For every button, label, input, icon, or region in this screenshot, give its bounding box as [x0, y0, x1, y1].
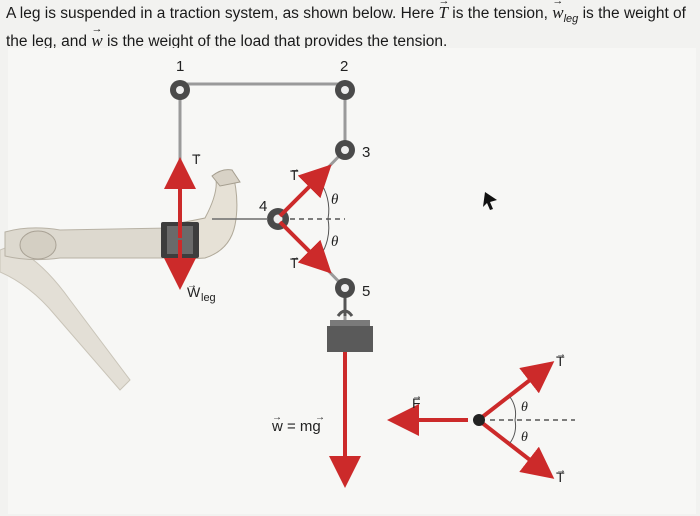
vector-arrow-fbd-tension-upper: → [556, 349, 566, 360]
fbd-tension-arrow-upper [479, 361, 555, 420]
tension-label-leg: T [192, 151, 201, 167]
pulley-1 [170, 80, 190, 100]
load-weight-label: w = mg [271, 418, 321, 435]
weight-symbol-letter: w [552, 3, 564, 22]
pulley-label-3: 3 [362, 144, 370, 161]
pulley-2 [335, 80, 355, 100]
weight-leg-label-sub: leg [201, 292, 216, 304]
pulley-5 [335, 278, 355, 298]
fbd-point [473, 414, 485, 426]
problem-text-2: is the tension, [447, 5, 553, 22]
vector-arrow-fbd-force: → [412, 391, 422, 402]
fbd-theta-upper-label: θ [521, 400, 528, 415]
load-weight-symbol: w [91, 19, 103, 51]
tension-arrow-lower [278, 220, 332, 274]
weight-leg-label: W [187, 284, 201, 300]
tension-arrow-upper [278, 164, 332, 218]
fbd-theta-lower-label: θ [521, 430, 528, 445]
leg-illustration [0, 169, 241, 391]
vector-arrow-tension-upper: → [290, 164, 300, 175]
pulley-label-4: 4 [259, 198, 267, 215]
angle-arc-lower [317, 218, 330, 260]
weight-leg-subscript: leg [563, 13, 579, 26]
theta-upper-label: θ [331, 192, 339, 208]
mouse-cursor-icon [483, 192, 497, 210]
vector-arrow-fbd-tension-lower: → [556, 465, 566, 476]
hanging-weight [327, 298, 373, 352]
problem-statement: A leg is suspended in a traction system,… [6, 0, 694, 52]
vector-arrow-weight-leg: → [187, 280, 197, 291]
pulley-label-1: 1 [176, 58, 184, 75]
fbd-tension-label-lower: T [556, 469, 565, 485]
vector-arrow-g: → [315, 412, 325, 423]
free-body-diagram [387, 361, 575, 479]
vector-arrow-w: → [272, 412, 282, 423]
fbd-force-label: F [412, 395, 421, 411]
fbd-angle-arc-lower [509, 419, 516, 444]
problem-text-1: A leg is suspended in a traction system,… [6, 5, 439, 22]
pulley-label-5: 5 [362, 283, 370, 300]
tension-symbol: T [439, 0, 449, 23]
vector-arrow-tension-leg: → [192, 149, 202, 160]
tension-label-upper: T [290, 167, 299, 183]
fbd-tension-arrow-lower [479, 420, 555, 479]
angle-arc-upper [317, 178, 330, 220]
tension-label-lower: T [290, 255, 299, 271]
weight-leg-symbol: w [552, 0, 564, 23]
fbd-tension-label-upper: T [556, 353, 565, 369]
theta-lower-label: θ [331, 234, 339, 250]
pulley-label-2: 2 [340, 58, 348, 75]
fbd-angle-arc-upper [509, 396, 516, 421]
problem-text-3: is the weight of the leg, and [6, 5, 686, 51]
problem-text-4: is the weight of the load that provides … [102, 33, 448, 51]
vector-arrow-tension-lower: → [290, 252, 300, 263]
pulley-3 [335, 140, 355, 160]
